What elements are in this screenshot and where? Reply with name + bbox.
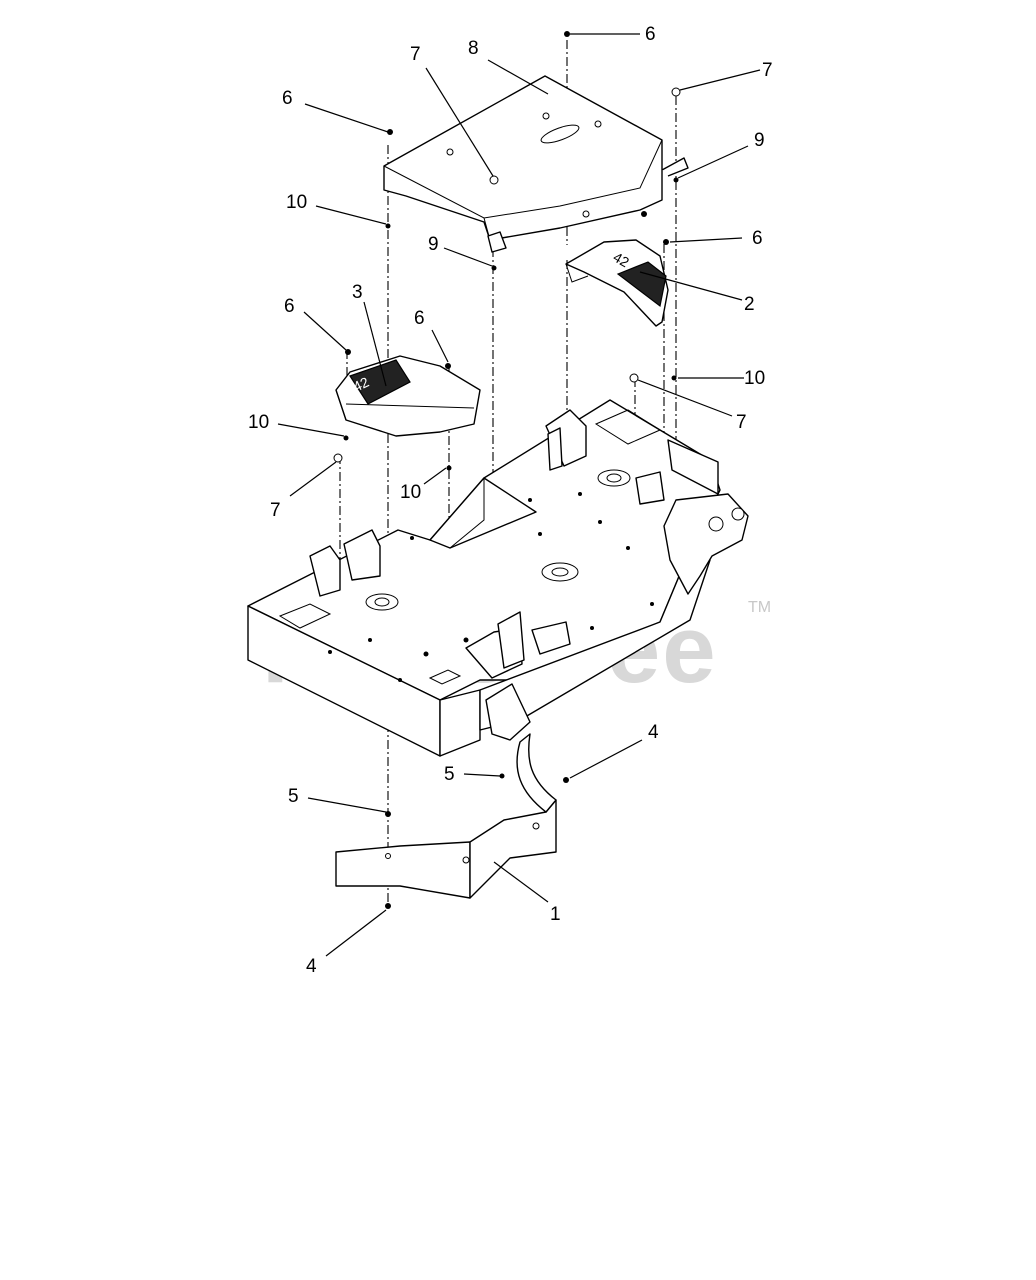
callout-6: 6 bbox=[752, 228, 763, 249]
callout-4: 4 bbox=[306, 956, 317, 977]
callout-9: 9 bbox=[428, 234, 439, 255]
callout-1: 1 bbox=[550, 904, 561, 925]
callout-7: 7 bbox=[270, 500, 281, 521]
callout-7: 7 bbox=[410, 44, 421, 65]
callout-10: 10 bbox=[744, 368, 765, 389]
top-cover bbox=[383, 75, 689, 253]
left-pulley-cover: 42 bbox=[335, 355, 481, 437]
watermark-trademark: TM bbox=[748, 599, 771, 616]
callout-9: 9 bbox=[754, 130, 765, 151]
callout-10: 10 bbox=[248, 412, 269, 433]
hardware bbox=[333, 31, 681, 909]
callout-7: 7 bbox=[736, 412, 747, 433]
callout-2: 2 bbox=[744, 294, 755, 315]
callout-8: 8 bbox=[468, 38, 479, 59]
deck-holes bbox=[328, 492, 654, 682]
callout-10: 10 bbox=[400, 482, 421, 503]
callout-labels: 6 7 6 7 8 9 10 9 6 2 6 3 6 10 7 10 7 10 … bbox=[248, 24, 773, 977]
callout-4: 4 bbox=[648, 722, 659, 743]
callout-5: 5 bbox=[288, 786, 299, 807]
callout-7: 7 bbox=[762, 60, 773, 81]
rear-discharge-shield bbox=[335, 733, 557, 899]
callout-6: 6 bbox=[284, 296, 295, 317]
svg-text:42: 42 bbox=[351, 374, 372, 395]
callout-5: 5 bbox=[444, 764, 455, 785]
right-pulley-cover: 42 bbox=[565, 239, 669, 327]
callout-6: 6 bbox=[282, 88, 293, 109]
callout-6: 6 bbox=[414, 308, 425, 329]
callout-3: 3 bbox=[352, 282, 363, 303]
svg-text:42: 42 bbox=[611, 249, 633, 271]
callout-10: 10 bbox=[286, 192, 307, 213]
leader-lines bbox=[277, 33, 761, 957]
mower-deck-housing bbox=[247, 399, 749, 757]
callout-6: 6 bbox=[645, 24, 656, 45]
